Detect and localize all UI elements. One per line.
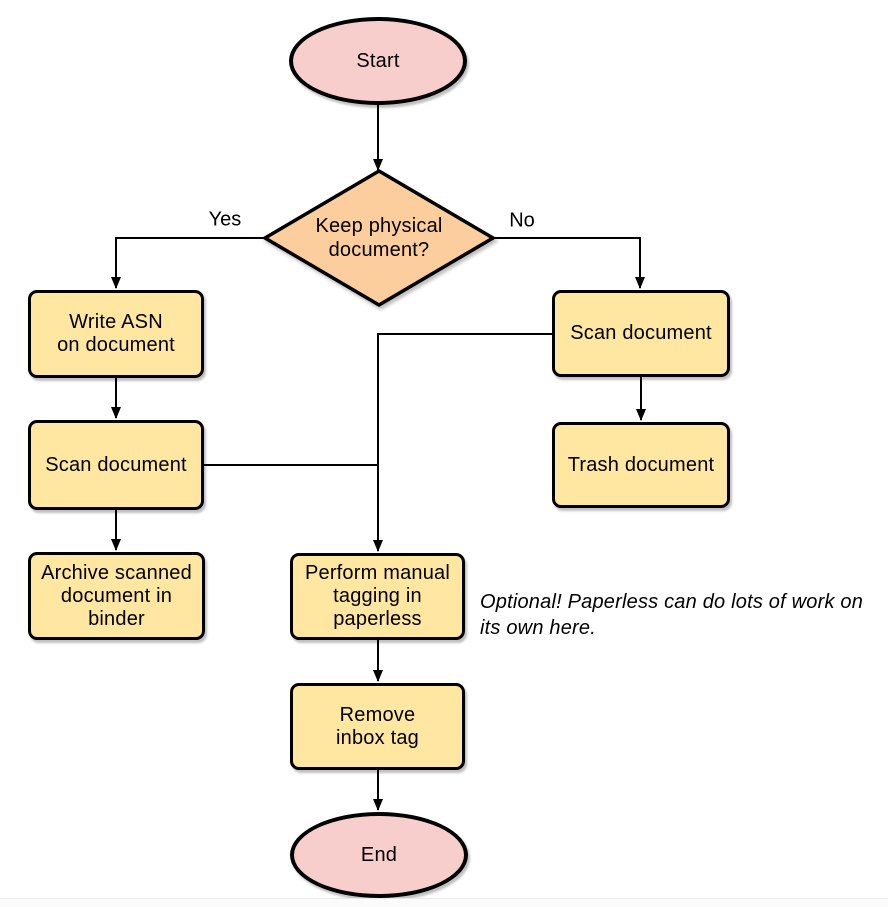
node-decision-label: Keep physical document? xyxy=(315,215,443,261)
edge-scan-right-to-tagging xyxy=(373,333,552,552)
bottom-divider xyxy=(0,898,888,907)
node-archive-binder: Archive scanned document in binder xyxy=(28,552,205,640)
node-remove-inbox-tag: Remove inbox tag xyxy=(290,683,465,770)
node-manual-tagging: Perform manual tagging in paperless xyxy=(290,553,465,640)
node-end: End xyxy=(290,812,468,898)
node-scan-document-right-label: Scan document xyxy=(570,322,712,344)
edge-decision-to-scan-right xyxy=(493,237,645,289)
decision-shape xyxy=(261,168,497,308)
node-start: Start xyxy=(289,17,467,105)
node-end-label: End xyxy=(360,843,398,866)
edge-decision-to-write-asn xyxy=(111,237,265,289)
node-scan-document-left-label: Scan document xyxy=(45,453,187,476)
node-write-asn: Write ASN on document xyxy=(28,290,204,378)
node-write-asn-label: Write ASN on document xyxy=(57,311,175,356)
node-decision: Keep physical document? xyxy=(265,171,493,305)
node-archive-binder-label: Archive scanned document in binder xyxy=(41,561,192,630)
node-trash-document: Trash document xyxy=(552,422,730,508)
node-start-label: Start xyxy=(356,49,400,72)
node-remove-inbox-tag-label: Remove inbox tag xyxy=(336,703,419,749)
node-scan-document-right: Scan document xyxy=(552,290,730,377)
optional-note: Optional! Paperless can do lots of work … xyxy=(480,591,864,639)
node-trash-document-label: Trash document xyxy=(567,453,715,476)
node-scan-document-left: Scan document xyxy=(28,420,204,510)
edge-label-no: No xyxy=(507,209,537,233)
node-manual-tagging-label: Perform manual tagging in paperless xyxy=(304,562,451,630)
edge-label-yes: Yes xyxy=(206,208,244,232)
